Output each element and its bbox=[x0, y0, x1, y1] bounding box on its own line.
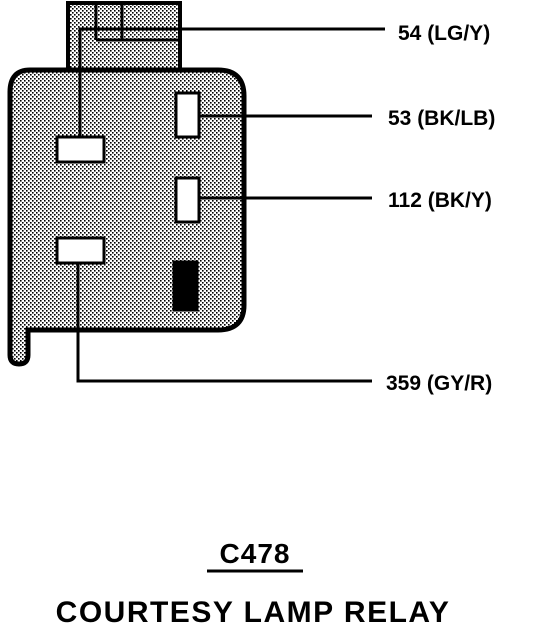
terminal-359 bbox=[55, 236, 106, 265]
wire-label-53: 53 (BK/LB) bbox=[388, 107, 495, 130]
wires bbox=[76, 27, 385, 383]
wire-54 bbox=[78, 27, 385, 137]
wire-label-112: 112 (BK/Y) bbox=[388, 189, 492, 212]
connector-name: COURTESY LAMP RELAY bbox=[56, 596, 451, 629]
connector-id: C478 bbox=[220, 538, 291, 569]
terminal-blocked bbox=[172, 260, 199, 312]
housing-body bbox=[7, 67, 247, 367]
wire-label-359: 359 (GY/R) bbox=[386, 372, 492, 395]
housing-latch bbox=[66, 1, 182, 74]
connector-caption: C478 COURTESY LAMP RELAY bbox=[56, 538, 451, 629]
wire-label-54: 54 (LG/Y) bbox=[398, 22, 490, 45]
wire-359 bbox=[76, 263, 372, 383]
terminal-112 bbox=[174, 176, 201, 224]
terminals bbox=[55, 91, 201, 312]
terminal-54 bbox=[55, 135, 106, 164]
connector-housing bbox=[7, 1, 247, 367]
wire-labels: 54 (LG/Y) 53 (BK/LB) 112 (BK/Y) 359 (GY/… bbox=[386, 22, 495, 395]
terminal-53 bbox=[174, 91, 201, 139]
